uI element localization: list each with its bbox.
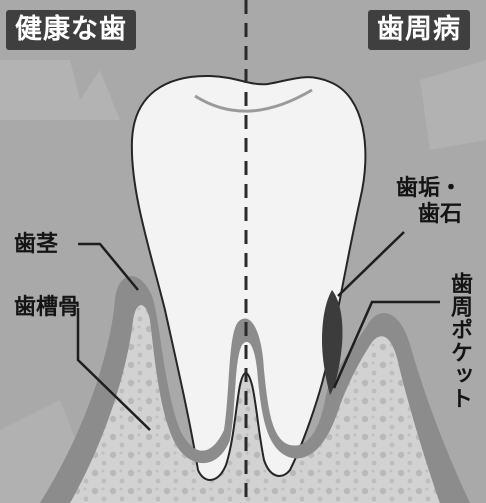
plaque-tartar-label: 歯垢・ 歯石 <box>396 176 462 228</box>
background-shape <box>0 60 120 120</box>
plaque-label-line2: 歯石 <box>396 202 462 228</box>
healthy-tooth-title: 健康な歯 <box>6 10 136 50</box>
alveolar-bone-label: 歯槽骨 <box>14 295 80 321</box>
periodontal-pocket-label: 歯周ポケット <box>443 272 475 410</box>
background-shape <box>420 60 486 150</box>
gum-label: 歯茎 <box>14 232 58 258</box>
periodontal-disease-title: 歯周病 <box>368 10 470 50</box>
plaque-label-line1: 歯垢・ <box>396 176 462 202</box>
